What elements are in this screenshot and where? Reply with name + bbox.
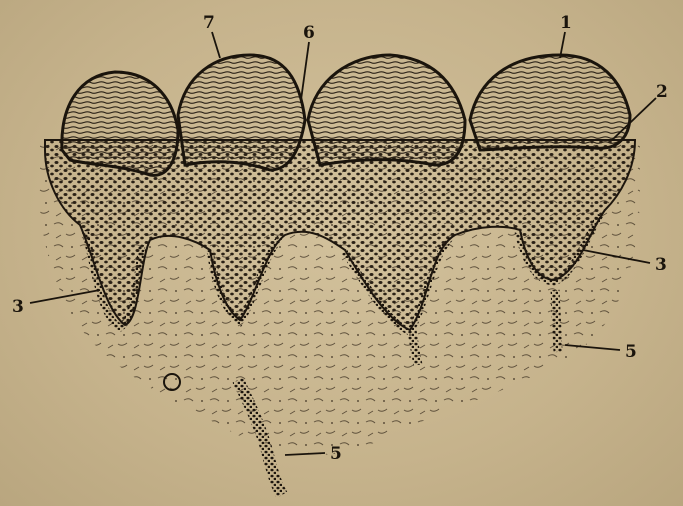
label-5-right: 5 <box>625 342 637 362</box>
duct-center <box>412 330 418 365</box>
horny-dome-2 <box>178 55 305 170</box>
duct-right <box>555 290 558 352</box>
label-1: 1 <box>560 13 572 33</box>
label-6: 6 <box>303 23 315 43</box>
leader-6 <box>301 42 309 100</box>
horny-dome-1 <box>62 72 178 175</box>
label-5-bottom: 5 <box>330 444 342 464</box>
label-7: 7 <box>203 13 215 33</box>
horny-dome-3 <box>308 55 465 165</box>
horny-dome-4 <box>470 55 630 150</box>
label-3-left: 3 <box>12 297 24 317</box>
label-2: 2 <box>656 82 668 102</box>
label-3-right: 3 <box>655 255 667 275</box>
leader-7 <box>212 32 220 58</box>
